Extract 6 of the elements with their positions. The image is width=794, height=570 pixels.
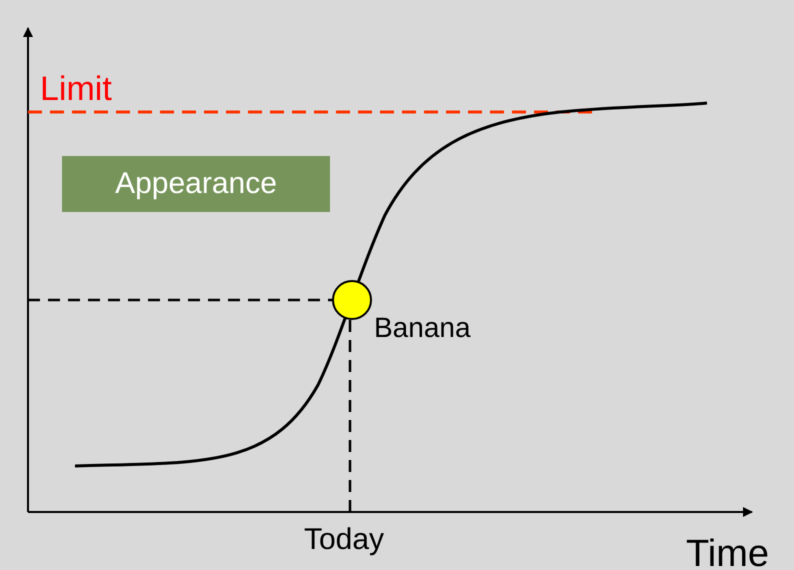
data-point-marker bbox=[332, 280, 372, 320]
tick-label: Today bbox=[304, 525, 384, 555]
axis-title: Time bbox=[686, 535, 770, 570]
category-box: Appearance bbox=[62, 156, 330, 212]
point-label: Banana bbox=[374, 314, 471, 342]
limit-label: Limit bbox=[40, 72, 112, 106]
